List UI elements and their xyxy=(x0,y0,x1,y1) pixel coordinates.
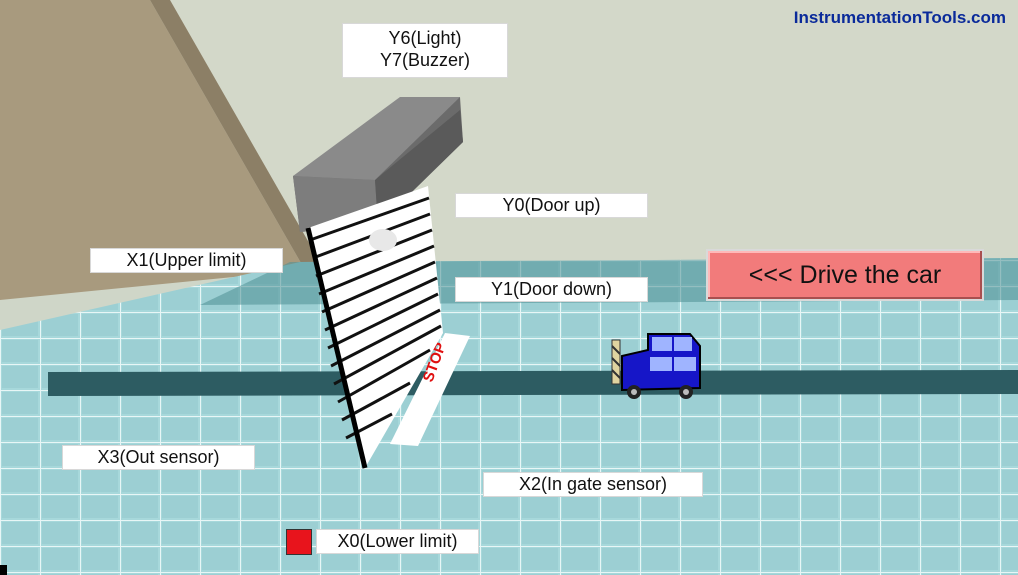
lower-limit-label: X0(Lower limit) xyxy=(316,529,479,554)
drive-car-button[interactable]: <<< Drive the car xyxy=(706,249,984,301)
floor xyxy=(0,258,1018,575)
buzzer-label: Y7(Buzzer) xyxy=(379,50,471,70)
light-buzzer-label: Y6(Light) Y7(Buzzer) xyxy=(342,23,508,78)
car-icon xyxy=(611,333,701,399)
stop-stripe xyxy=(390,333,470,446)
lower-limit-indicator-icon xyxy=(286,529,312,555)
door-down-label: Y1(Door down) xyxy=(455,277,648,302)
upper-limit-label: X1(Upper limit) xyxy=(90,248,283,273)
watermark: InstrumentationTools.com xyxy=(793,8,1006,27)
left-wall xyxy=(0,0,305,300)
track xyxy=(48,370,1018,396)
light-label: Y6(Light) xyxy=(388,28,462,48)
out-sensor-label: X3(Out sensor) xyxy=(62,445,255,470)
rolling-door-icon xyxy=(293,97,463,469)
in-gate-sensor-label: X2(In gate sensor) xyxy=(483,472,703,497)
corner-marker xyxy=(0,565,7,575)
door-up-label: Y0(Door up) xyxy=(455,193,648,218)
